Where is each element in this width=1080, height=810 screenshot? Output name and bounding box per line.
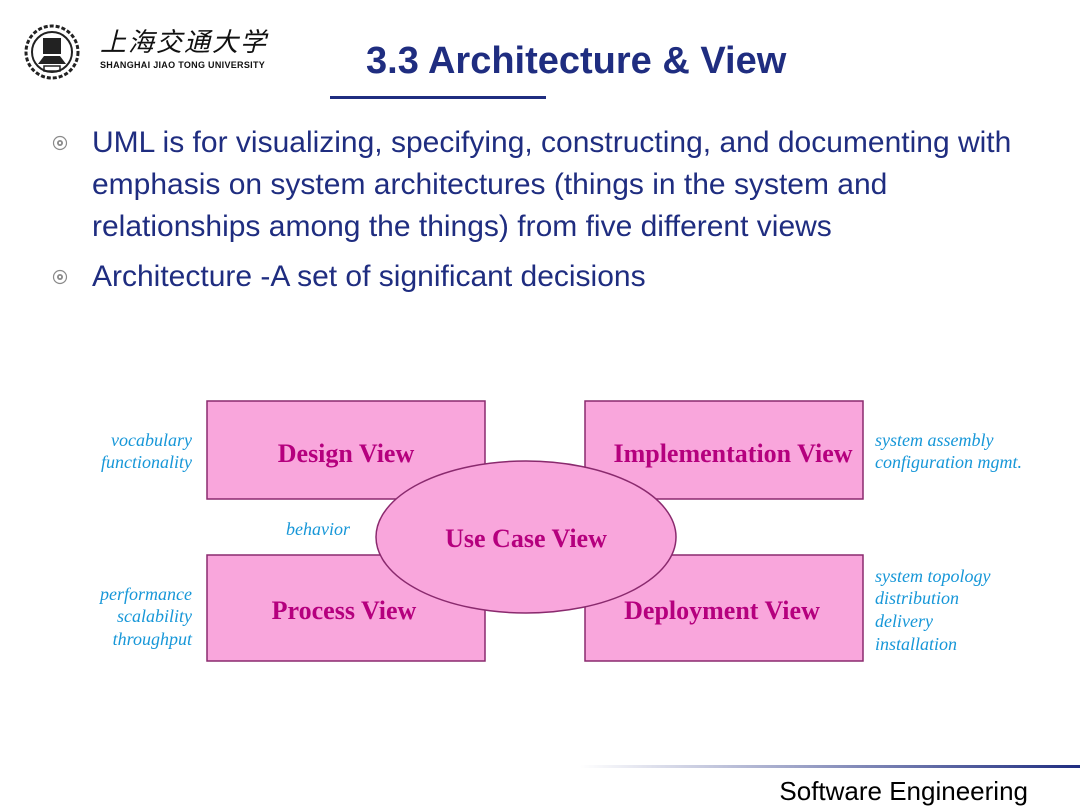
bullet-icon xyxy=(52,269,68,285)
process-annotation: throughput xyxy=(113,629,193,649)
design-annotation: functionality xyxy=(101,452,192,472)
implementation-view-label: Implementation View xyxy=(613,439,852,468)
use-case-view-label: Use Case View xyxy=(445,524,607,553)
bullet-list: UML is for visualizing, specifying, cons… xyxy=(48,122,1058,306)
university-name-chinese: 上海交通大学 xyxy=(100,28,269,58)
process-view-label: Process View xyxy=(272,596,417,625)
bullet-icon xyxy=(52,135,68,151)
implementation-annotation: system assembly xyxy=(875,430,993,450)
slide-title: 3.3 Architecture & View xyxy=(366,40,787,82)
behavior-annotation: behavior xyxy=(286,519,351,539)
deployment-view-label: Deployment View xyxy=(624,596,820,625)
use-case-view-ellipse xyxy=(375,460,677,614)
deployment-annotation: delivery xyxy=(875,611,933,631)
title-underline xyxy=(330,96,546,99)
bullet-text: UML is for visualizing, specifying, cons… xyxy=(92,126,1012,243)
footer-divider xyxy=(580,765,1080,768)
bullet-text: Architecture -A set of significant decis… xyxy=(92,260,646,293)
design-annotation: vocabulary xyxy=(111,430,192,450)
deployment-annotation: distribution xyxy=(875,588,959,608)
process-annotation: performance xyxy=(98,584,192,604)
deployment-annotation: installation xyxy=(875,634,957,654)
deployment-annotation: system topology xyxy=(875,566,990,586)
footer-course-name: Software Engineering xyxy=(779,776,1028,806)
university-name-english: SHANGHAI JIAO TONG UNIVERSITY xyxy=(100,60,266,70)
design-view-label: Design View xyxy=(278,439,415,468)
bullet-item: UML is for visualizing, specifying, cons… xyxy=(48,122,1058,248)
implementation-annotation: configuration mgmt. xyxy=(875,452,1022,472)
bullet-item: Architecture -A set of significant decis… xyxy=(48,256,1058,298)
process-annotation: scalability xyxy=(117,606,192,626)
architecture-views-diagram: Design View Implementation View Process … xyxy=(98,400,1022,662)
university-seal-icon xyxy=(24,24,80,80)
